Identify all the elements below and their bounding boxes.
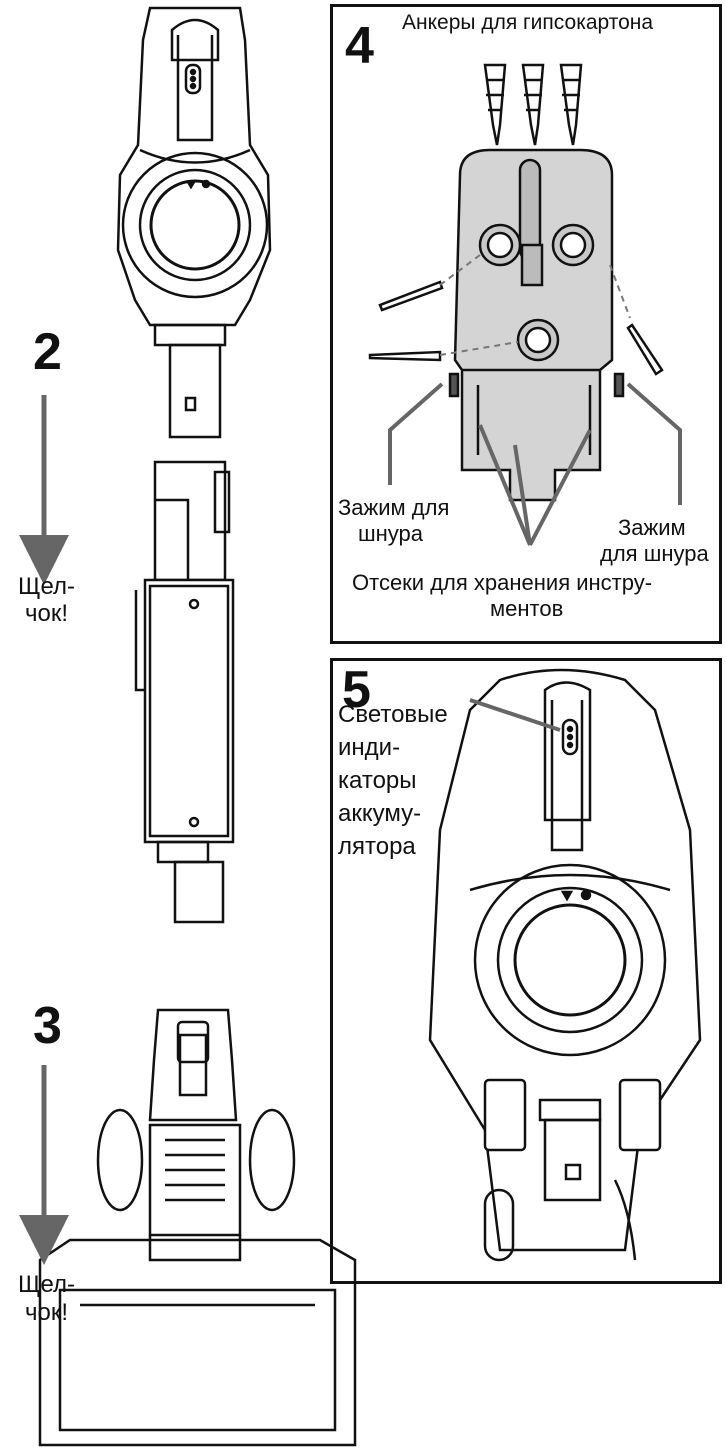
handheld-unit-top xyxy=(116,6,272,439)
panel5-leader xyxy=(469,698,561,732)
label-drywall-anchors: Анкеры для гипсокартона xyxy=(402,11,654,34)
click-label-2-line1: Щел- xyxy=(18,573,76,600)
step-number-3: 3 xyxy=(33,997,62,1055)
wall-mount-drawing xyxy=(368,63,664,502)
label-battery-lights-line5: лятора xyxy=(338,833,416,860)
click-label-3-line1: Щел- xyxy=(18,1271,76,1298)
panel4-leaders xyxy=(388,382,682,546)
step-number-5: 5 xyxy=(342,661,371,719)
extension-tube xyxy=(134,460,235,924)
label-cord-clip-right-line2: для шнура xyxy=(600,541,709,566)
label-cord-clip-right-line1: Зажим xyxy=(618,515,686,540)
label-battery-lights-line2: инди- xyxy=(338,734,401,761)
step-number-4: 4 xyxy=(345,17,374,75)
label-storage-line2: ментов xyxy=(490,596,564,621)
drywall-anchors xyxy=(483,63,583,146)
step-number-2: 2 xyxy=(33,323,62,381)
panel-step-4 xyxy=(330,4,722,644)
label-cord-clip-left-line1: Зажим для xyxy=(338,495,450,520)
label-storage-line1: Отсеки для хранения инстру- xyxy=(352,570,653,595)
label-battery-lights-line4: аккуму- xyxy=(338,800,422,827)
panel-step-5 xyxy=(330,658,722,1284)
click-label-2-line2: чок! xyxy=(25,600,69,627)
label-battery-lights-line3: каторы xyxy=(338,767,417,794)
label-battery-lights-line1: Световые xyxy=(338,701,448,728)
handheld-closeup xyxy=(428,668,702,1262)
screws xyxy=(368,280,664,376)
label-cord-clip-left-line2: шнура xyxy=(358,521,424,546)
click-label-3-line2: чок! xyxy=(25,1299,69,1326)
floor-nozzle xyxy=(38,1008,357,1447)
